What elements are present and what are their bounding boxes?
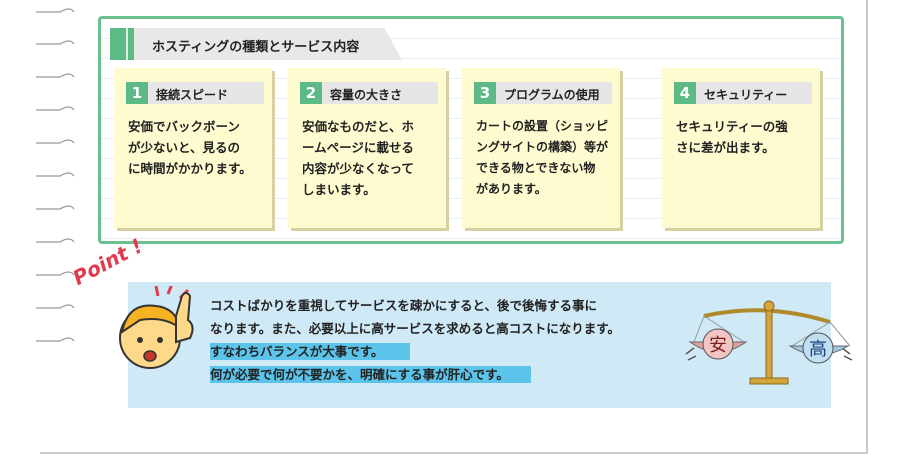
scale-right-label: 高 [809, 339, 827, 360]
card-title: プログラムの使用 [504, 88, 600, 102]
point-text: コストばかりを重視してサービスを疎かにすると、後で後悔する事に なります。また、… [210, 294, 620, 386]
balance-scale-illustration: 安 高 [685, 300, 853, 385]
card-body: カートの設置（ショッピングサイトの構築）等ができる物とできない物があります。 [476, 119, 609, 196]
card-title: 容量の大きさ [330, 88, 403, 102]
card-body: 安価でバックボーンが少ないと、見るのに時間がかかります。 [128, 119, 252, 176]
point-highlight-line: すなわちバランスが大事です。 [210, 343, 410, 360]
character-illustration [119, 286, 194, 369]
card-title: セキュリティー [704, 88, 788, 102]
card-body: セキュリティーの強さに差が出ます。 [676, 119, 788, 155]
scale-left-label: 安 [709, 335, 727, 356]
point-line: なります。また、必要以上に高サービスを求めると高コストになります。 [210, 321, 621, 336]
section-title-tab: ホスティングの種類とサービス内容 [110, 28, 402, 60]
card-connection-speed: 1 接続スピード 安価でバックボーンが少ないと、見るのに時間がかかります。 [114, 68, 272, 228]
point-highlight-line: 何が必要で何が不要かを、明確にする事が肝心です。 [210, 366, 531, 383]
section-title: ホスティングの種類とサービス内容 [152, 40, 360, 55]
point-line: コストばかりを重視してサービスを疎かにすると、後で後悔する事に [210, 298, 598, 313]
card-body: 安価なものだと、ホームページに載せる内容が少なくなってしまいます。 [302, 119, 415, 197]
card-number: 4 [674, 82, 696, 104]
card-security: 4 セキュリティー セキュリティーの強さに差が出ます。 [662, 68, 820, 228]
card-number: 1 [126, 82, 148, 104]
card-number: 2 [300, 82, 322, 104]
notebook-rings [36, 8, 75, 342]
card-capacity: 2 容量の大きさ 安価なものだと、ホームページに載せる内容が少なくなってしまいます… [288, 68, 446, 228]
card-program-use: 3 プログラムの使用 カートの設置（ショッピングサイトの構築）等ができる物とできな… [462, 68, 620, 228]
card-title: 接続スピード [156, 88, 229, 102]
card-number: 3 [474, 82, 496, 104]
